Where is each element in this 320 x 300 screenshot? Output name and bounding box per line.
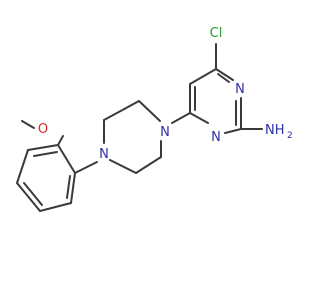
atom-label-layer: Cl N N NH 2 N N O (38, 26, 293, 162)
bond-p4-p5 (16, 182, 41, 212)
bond-layer (16, 43, 263, 212)
bond-p3-p4 (16, 149, 29, 184)
bond-npip2-cc (109, 159, 137, 174)
bond-aromatic-inner-1 (33, 151, 58, 157)
atom-chlorine: Cl (210, 26, 223, 41)
bond-p2-p3 (27, 144, 59, 151)
atom-amine: NH (265, 123, 285, 138)
bond-c4-n3 (189, 112, 209, 124)
bond-c6-n1-double (217, 73, 230, 83)
atom-piperazine-n-upper: N (160, 125, 170, 140)
bond-aromatic-inner-2 (23, 182, 43, 206)
bond-p6-p1 (70, 172, 76, 204)
bond-p1-p2 (57, 144, 76, 174)
bond-npip2-phenyl (74, 161, 98, 174)
bond-c6-c5 (189, 68, 217, 85)
bond-n1-c6 (215, 68, 234, 81)
atom-amine-subscript: 2 (287, 131, 293, 141)
bond-p5-p6 (39, 202, 72, 212)
bond-phenyl-o (57, 135, 64, 146)
bond-npip-ca (138, 100, 161, 122)
bond-n3-c2 (224, 128, 242, 134)
bond-cc-cd (135, 156, 162, 174)
bond-ca-cb (103, 100, 140, 121)
atom-piperazine-n-lower: N (99, 147, 109, 162)
atom-methoxy-oxygen: O (38, 122, 48, 137)
atom-pyrimidine-n-lower: N (211, 130, 221, 145)
bond-c4-npip (171, 112, 191, 124)
bond-o-methyl (21, 120, 35, 129)
structure-canvas: Cl N N NH 2 N N O (16, 26, 293, 212)
bond-aromatic-inner-3 (66, 175, 71, 199)
molecule-structure: Cl N N NH 2 N N O (16, 26, 293, 212)
atom-pyrimidine-n-upper: N (235, 82, 245, 97)
